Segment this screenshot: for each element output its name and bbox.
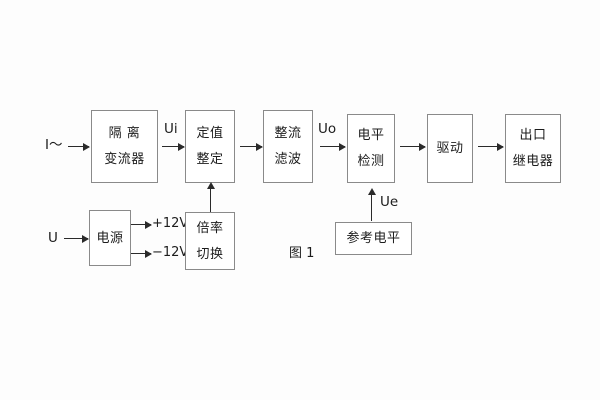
signal-ue-label: Ue [380,194,399,210]
arrow-rectify-to-level [320,143,346,152]
signal-uo-label: Uo [318,121,337,137]
block-rectify-filter-line1: 整流 [274,126,302,141]
block-isolation-transformer-line2: 变流器 [104,152,145,167]
block-level-detect-line2: 检测 [357,154,385,169]
arrow-reference-to-level-detect [367,188,376,221]
arrow-setting-to-rectify [240,143,263,152]
arrow-drive-to-relay [478,143,504,152]
block-multiplier-switch: 倍率 切换 [185,212,235,270]
block-multiplier-switch-line2: 切换 [196,246,224,262]
figure-caption: 图 1 [289,246,315,261]
arrow-rail-negative [131,250,152,259]
block-power-supply-line1: 电源 [96,230,124,246]
block-setting-adjust-line2: 整定 [196,152,224,167]
signal-ui-label: Ui [164,121,178,137]
rail-negative-label: −12V [152,245,189,260]
arrow-voltage-to-power-supply [64,235,89,244]
block-level-detect-line1: 电平 [357,128,385,143]
voltage-input-label: U [48,230,58,246]
block-drive: 驱动 [427,114,473,183]
block-reference-level: 参考电平 [335,222,412,255]
arrow-isolation-to-setting [162,143,185,152]
current-input-label: I～ [45,137,63,153]
arrow-current-to-isolation [68,143,90,152]
block-isolation-transformer-line1: 隔 离 [108,126,141,141]
block-output-relay: 出口 继电器 [505,114,561,183]
arrow-level-to-drive [400,143,426,152]
block-rectify-filter: 整流 滤波 [263,110,313,183]
arrow-rail-positive [131,221,152,230]
block-drive-line1: 驱动 [436,141,464,156]
block-power-supply: 电源 [89,210,131,266]
block-setting-adjust-line1: 定值 [196,126,224,141]
block-reference-level-line1: 参考电平 [346,231,401,246]
block-rectify-filter-line2: 滤波 [274,152,302,167]
block-isolation-transformer: 隔 离 变流器 [91,110,158,183]
block-setting-adjust: 定值 整定 [185,110,235,183]
rail-positive-label: +12V [152,216,189,231]
block-level-detect: 电平 检测 [347,114,395,183]
arrow-multiplier-to-setting [206,182,215,212]
block-multiplier-switch-line1: 倍率 [196,220,224,236]
block-output-relay-line2: 继电器 [512,154,554,169]
block-output-relay-line1: 出口 [519,128,547,143]
